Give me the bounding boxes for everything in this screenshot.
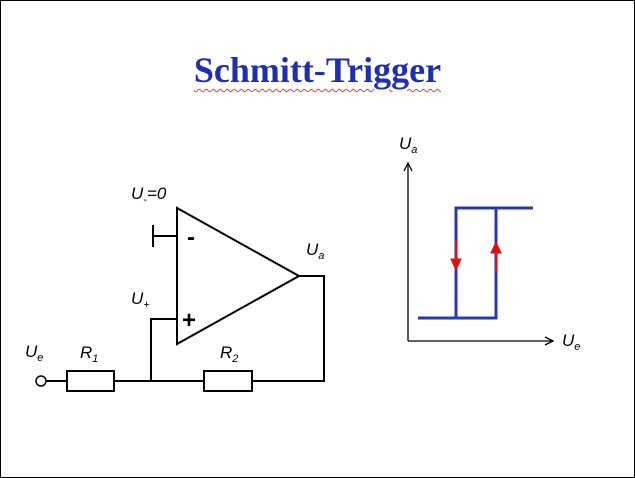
u-minus-label: U-=0 bbox=[131, 184, 167, 206]
x-axis-arrowhead bbox=[544, 336, 555, 346]
up-transition-arrowhead bbox=[490, 240, 502, 254]
output-feedback-wire bbox=[252, 275, 325, 382]
plus-sign: + bbox=[182, 307, 196, 334]
op-amp-triangle bbox=[176, 206, 302, 346]
resistor-r2 bbox=[203, 370, 253, 392]
input-terminal bbox=[35, 375, 47, 387]
slide-title: Schmitt-Trigger bbox=[193, 50, 442, 90]
graph-ua-label: Ua bbox=[399, 134, 417, 156]
resistor-r1 bbox=[66, 370, 115, 392]
y-axis-arrowhead bbox=[403, 161, 413, 172]
ue-input-label: Ue bbox=[25, 342, 43, 364]
hysteresis-graph bbox=[403, 161, 555, 346]
non-inverting-input-wire bbox=[150, 318, 177, 381]
hysteresis-high-branch bbox=[454, 206, 533, 318]
r1-label: R1 bbox=[80, 343, 98, 365]
r2-label: R2 bbox=[220, 343, 238, 365]
minus-sign: - bbox=[187, 224, 195, 251]
down-transition-arrowhead bbox=[450, 258, 462, 272]
u-plus-label: U+ bbox=[131, 289, 150, 311]
op-amp-circuit bbox=[35, 206, 325, 392]
ua-output-label: Ua bbox=[306, 240, 324, 262]
graph-ue-label: Ue bbox=[562, 331, 580, 353]
